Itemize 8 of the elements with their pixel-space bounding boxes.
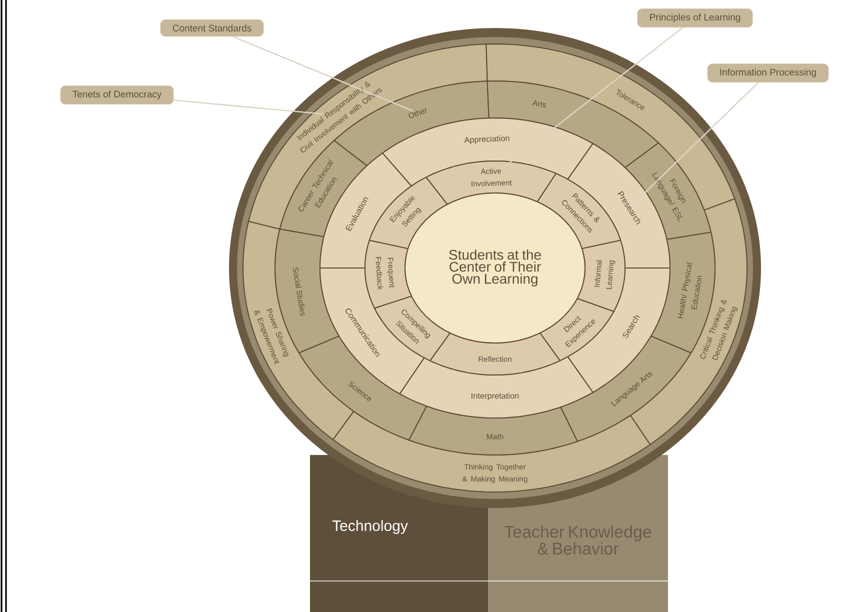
leader-line bbox=[632, 82, 759, 206]
leader-line bbox=[232, 36, 414, 112]
callout-label: Content Standards bbox=[160, 20, 264, 36]
callout-label: Information Processing bbox=[707, 64, 829, 82]
leader-line bbox=[174, 100, 324, 115]
callout-label: Tenets of Democracy bbox=[60, 86, 174, 104]
callout-label: Principles of Learning bbox=[637, 8, 753, 28]
leader-line bbox=[503, 27, 684, 168]
